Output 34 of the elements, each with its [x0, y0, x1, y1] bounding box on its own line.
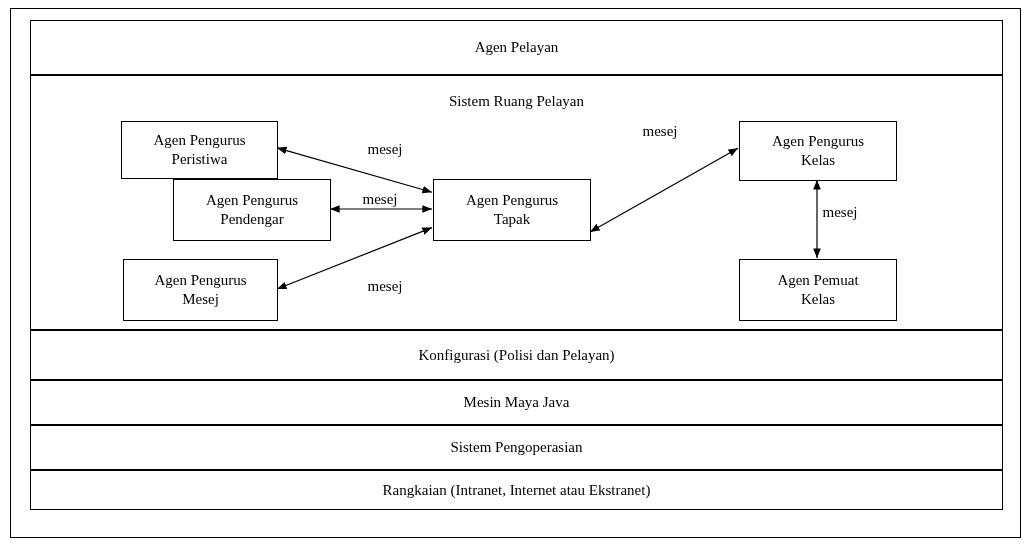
double-arrow	[813, 179, 821, 259]
edge-label: mesej	[365, 142, 405, 157]
layer-box	[30, 75, 1003, 330]
layer-box	[30, 20, 1003, 75]
layer-label: Mesin Maya Java	[462, 393, 571, 412]
layer-label: Konfigurasi (Polisi dan Pelayan)	[417, 345, 616, 365]
edge-label: mesej	[640, 124, 680, 139]
agent-box	[173, 179, 331, 241]
agent-label: Agen Pengurus Mesej	[153, 271, 248, 309]
agent-box	[739, 121, 897, 181]
layer-box	[30, 425, 1003, 470]
agent-box	[121, 121, 278, 179]
layer-label: Rangkaian (Intranet, Internet atau Ekstranet)	[381, 480, 652, 500]
agent-box	[739, 259, 897, 321]
agent-label: Agen Pengurus Pendengar	[204, 191, 300, 229]
double-arrow	[329, 205, 433, 213]
edge-label: mesej	[365, 279, 405, 294]
agent-label: Agen Pengurus Peristiwa	[152, 131, 247, 169]
agent-box	[123, 259, 278, 321]
agent-box	[433, 179, 591, 241]
agent-label: Agen Pengurus Kelas	[770, 132, 866, 170]
double-arrow	[589, 147, 739, 233]
layer-box	[30, 470, 1003, 510]
layer-label: Agen Pelayan	[473, 38, 560, 57]
layer-label: Sistem Pengoperasian	[449, 438, 584, 457]
layer-label: Sistem Ruang Pelayan	[448, 92, 585, 111]
edge-label: mesej	[820, 205, 860, 220]
layer-box	[30, 330, 1003, 380]
agent-label: Agen Pemuat Kelas	[776, 271, 860, 309]
double-arrow	[276, 146, 433, 194]
layer-box	[30, 380, 1003, 425]
edge-label: mesej	[360, 192, 400, 207]
agent-label: Agen Pengurus Tapak	[464, 191, 560, 229]
double-arrow	[276, 227, 433, 290]
